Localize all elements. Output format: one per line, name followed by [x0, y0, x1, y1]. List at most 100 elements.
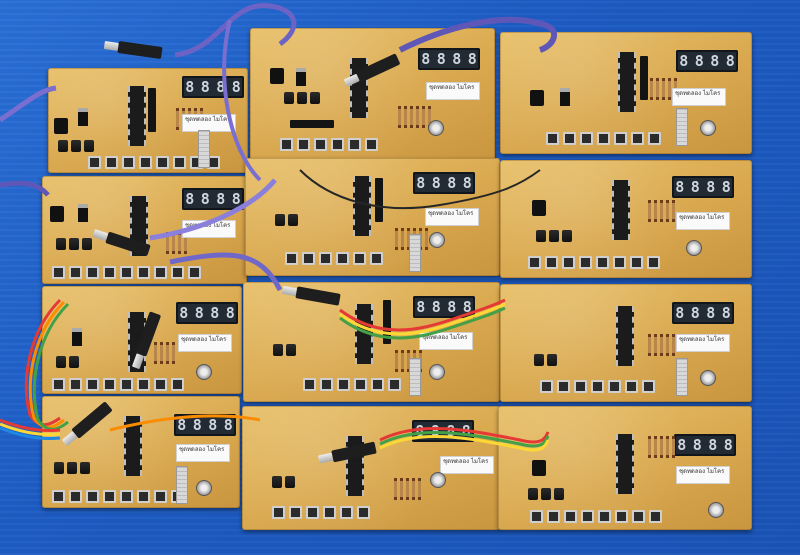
- voltage-regulator: [78, 204, 88, 222]
- push-buttons: [530, 510, 662, 523]
- cable: [339, 306, 506, 340]
- resistor-array: [648, 200, 675, 222]
- board-label: ชุดทดลอง ไมโคร: [672, 88, 726, 106]
- cable: [169, 252, 283, 292]
- led-bargraph: [676, 108, 688, 146]
- capacitors: [284, 92, 320, 104]
- potentiometer: [196, 364, 212, 380]
- cable: [339, 302, 506, 336]
- voltage-regulator: [560, 88, 570, 106]
- capacitors: [54, 462, 90, 474]
- push-buttons: [546, 132, 661, 145]
- resistor-array: [648, 334, 675, 356]
- potentiometer: [429, 232, 445, 248]
- power-jack: [530, 90, 544, 106]
- pin-header: [375, 178, 383, 222]
- microcontroller-chip: [124, 416, 142, 476]
- cable: [28, 300, 66, 429]
- led-bargraph: [676, 358, 688, 396]
- potentiometer: [196, 480, 212, 496]
- cable: [222, 19, 262, 182]
- potentiometer: [428, 120, 444, 136]
- pin-header: [290, 120, 334, 128]
- microcontroller-chip: [616, 306, 634, 366]
- voltage-regulator: [72, 328, 82, 346]
- potentiometer: [700, 370, 716, 386]
- pin-header: [383, 300, 391, 344]
- potentiometer: [708, 502, 724, 518]
- power-jack: [532, 200, 546, 216]
- power-jack: [50, 206, 64, 222]
- cable: [0, 422, 61, 436]
- capacitors: [56, 356, 79, 368]
- capacitors: [56, 238, 92, 250]
- cable: [299, 169, 541, 210]
- push-buttons: [280, 138, 378, 151]
- led-bargraph: [409, 358, 421, 396]
- led-bargraph: [198, 130, 210, 168]
- capacitors: [275, 214, 298, 226]
- cable: [0, 418, 61, 432]
- board-label: ชุดทดลอง ไมโคร: [419, 332, 473, 350]
- board-label: ชุดทดลอง ไมโคร: [676, 212, 730, 230]
- cable: [0, 426, 61, 440]
- cable: [379, 431, 550, 448]
- push-buttons: [285, 252, 383, 265]
- cable: [0, 180, 50, 197]
- voltage-regulator: [78, 108, 88, 126]
- push-buttons: [272, 506, 370, 519]
- board-label: ชุดทดลอง ไมโคร: [426, 82, 480, 100]
- cable: [109, 414, 261, 432]
- microcontroller-chip: [128, 86, 146, 146]
- board-label: ชุดทดลอง ไมโคร: [440, 456, 494, 474]
- board-label: ชุดทดลอง ไมโคร: [425, 208, 479, 226]
- cable: [379, 435, 550, 452]
- cable: [32, 302, 70, 431]
- resistor-array: [154, 342, 175, 364]
- led-bargraph: [409, 234, 421, 272]
- cable: [379, 427, 550, 444]
- power-jack: [270, 68, 284, 84]
- resistor-array: [394, 478, 421, 500]
- cable: [174, 3, 297, 58]
- board-label: ชุดทดลอง ไมโคร: [676, 466, 730, 484]
- capacitors: [273, 344, 296, 356]
- resistor-array: [398, 106, 431, 128]
- push-buttons: [52, 378, 184, 391]
- cable: [339, 298, 506, 332]
- capacitors: [272, 476, 295, 488]
- board-label: ชุดทดลอง ไมโคร: [676, 334, 730, 352]
- potentiometer: [430, 472, 446, 488]
- cable: [0, 85, 57, 123]
- pin-header: [148, 88, 156, 132]
- cable: [149, 178, 277, 241]
- capacitors: [528, 488, 564, 500]
- power-jack: [54, 118, 68, 134]
- potentiometer: [686, 240, 702, 256]
- microcontroller-chip: [618, 52, 636, 112]
- push-buttons: [528, 256, 660, 269]
- push-buttons: [303, 378, 401, 391]
- board-label: ชุดทดลอง ไมโคร: [176, 444, 230, 462]
- potentiometer: [700, 120, 716, 136]
